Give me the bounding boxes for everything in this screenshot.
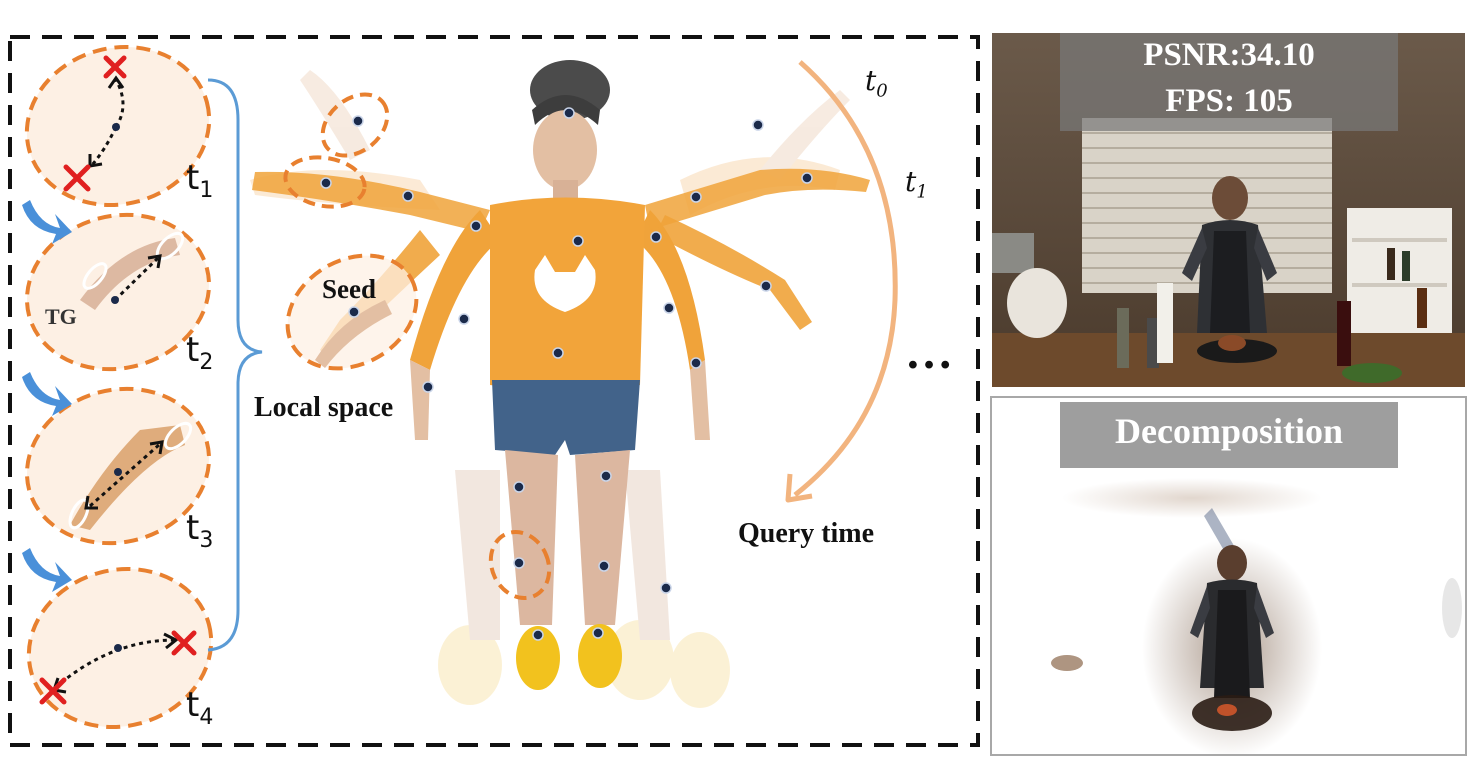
ellipsis: … <box>905 326 953 379</box>
decomposition-label-bg <box>1060 402 1398 468</box>
blue-transition-arrow-icon <box>22 548 72 592</box>
dashed-frame <box>8 35 980 747</box>
time-label-t3: t3 <box>186 508 214 553</box>
arc-time-label-t1: t1 <box>905 165 928 203</box>
timestep-ellipse-3 <box>24 386 212 546</box>
arc-time-label-t0: t0 <box>865 64 888 102</box>
seed-label: Seed <box>322 274 376 304</box>
timestep-ellipse-4 <box>26 566 214 730</box>
query-time-arc-icon <box>785 60 898 503</box>
rendered-scene-panel: PSNR:34.10 FPS: 105 <box>992 33 1465 387</box>
blue-transition-arrow-icon <box>22 372 72 416</box>
cross-marker-icon <box>171 630 197 656</box>
cross-marker-icon <box>63 164 91 192</box>
blue-transition-arrow-icon <box>22 200 72 244</box>
time-label-t4: t4 <box>186 685 214 730</box>
decomposition-panel: Decomposition <box>990 396 1467 756</box>
timestep-ellipse-1 <box>24 44 212 208</box>
local-space-label: Local space <box>254 392 394 423</box>
query-time-label: Query time <box>738 518 875 549</box>
fps-value: FPS: 105 <box>1165 83 1293 119</box>
method-overview-diagram <box>8 35 980 747</box>
gaussian-seed-points <box>320 107 813 641</box>
time-label-t2: t2 <box>186 330 214 375</box>
timestep-ellipse-2 <box>24 212 212 372</box>
cross-marker-icon <box>39 677 67 705</box>
metrics-overlay <box>1060 33 1398 131</box>
local-space-ellipse <box>283 92 552 601</box>
psnr-value: PSNR:34.10 <box>1143 37 1315 73</box>
decomposition-image <box>1051 478 1462 754</box>
tg-label: TG <box>45 304 77 329</box>
decomposition-label: Decomposition <box>1115 411 1343 451</box>
cross-marker-icon <box>103 55 127 79</box>
brace-icon <box>207 78 263 652</box>
time-label-t1: t1 <box>186 158 214 203</box>
